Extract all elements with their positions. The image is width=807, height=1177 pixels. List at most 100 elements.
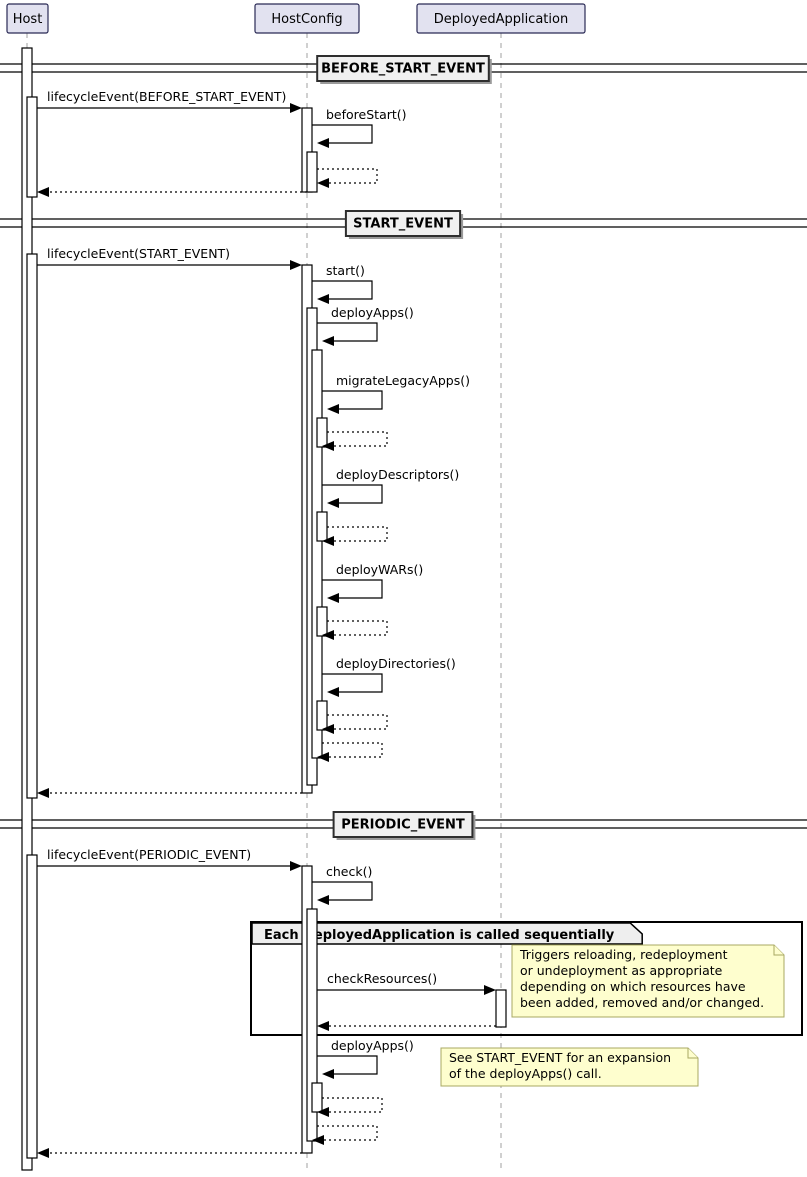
message-label-m8: migrateLegacyApps(): [336, 373, 470, 388]
message-arrowhead-m15: [322, 724, 334, 734]
messages-group: lifecycleEvent(BEFORE_START_EVENT)before…: [37, 89, 496, 1158]
message-path-m14: [322, 673, 383, 693]
participant-label-deployedapplication: DeployedApplication: [434, 12, 568, 27]
activation-bar-host-inner-2: [26, 253, 38, 799]
divider-start-event: START_EVENT: [0, 210, 807, 239]
message-label-m10: deployDescriptors(): [336, 467, 459, 482]
message-arrowhead-m11: [322, 536, 334, 546]
note-fold-note-deploy-apps: [687, 1048, 698, 1059]
message-path-m3: [317, 168, 378, 184]
message-arrowhead-m19: [317, 895, 329, 905]
message-label-m14: deployDirectories(): [336, 656, 456, 671]
message-m13: [322, 620, 388, 640]
note-line-note-deploy-apps-0: See START_EVENT for an expansion: [449, 1050, 671, 1065]
message-path-m2: [312, 124, 373, 144]
message-label-m7: deployApps(): [331, 305, 414, 320]
message-arrowhead-m13: [322, 630, 334, 640]
message-label-m20: checkResources(): [327, 971, 437, 986]
message-m8: migrateLegacyApps(): [322, 373, 470, 414]
message-m25: [37, 1148, 302, 1158]
divider-label-before-start-event: BEFORE_START_EVENT: [321, 62, 485, 77]
groups-group: Each DeployedApplication is called seque…: [250, 921, 803, 1036]
activation-bar-hc-a3-1: [306, 908, 318, 1142]
message-path-m24: [317, 1125, 378, 1141]
participant-box-hostconfig: [254, 3, 360, 34]
message-path-m23: [322, 1097, 383, 1113]
message-arrowhead-m12: [327, 593, 339, 603]
message-m1: lifecycleEvent(BEFORE_START_EVENT): [37, 89, 302, 113]
message-path-m8: [322, 390, 383, 410]
activation-bar-host-inner-1: [26, 96, 38, 198]
message-arrowhead-m5: [290, 260, 302, 270]
message-arrowhead-m3: [317, 178, 329, 188]
message-m18: lifecycleEvent(PERIODIC_EVENT): [37, 847, 302, 871]
message-path-m6: [312, 280, 373, 300]
lifelines-group: [26, 33, 502, 1170]
message-m14: deployDirectories(): [322, 656, 456, 697]
message-label-m19: check(): [326, 864, 372, 879]
participant-hostconfig[interactable]: HostConfig: [254, 3, 360, 34]
message-arrowhead-m16: [317, 752, 329, 762]
message-arrowhead-m10: [327, 498, 339, 508]
message-m11: [322, 526, 388, 546]
message-arrowhead-m7: [322, 336, 334, 346]
message-label-m1: lifecycleEvent(BEFORE_START_EVENT): [47, 89, 286, 104]
divider-label-start-event: START_EVENT: [353, 217, 453, 232]
participant-label-host: Host: [13, 12, 43, 27]
message-m16: [317, 742, 383, 762]
message-m6: start(): [312, 263, 373, 304]
message-arrowhead-m23: [317, 1107, 329, 1117]
message-arrowhead-m14: [327, 687, 339, 697]
message-path-m15: [327, 714, 388, 730]
message-arrowhead-m8: [327, 404, 339, 414]
message-arrowhead-m1: [290, 103, 302, 113]
message-arrowhead-m21: [317, 1021, 329, 1031]
activation-bar-hc-a2-6: [316, 700, 328, 731]
message-arrowhead-m6: [317, 294, 329, 304]
note-fold-note-check-resources: [773, 945, 784, 956]
message-path-m16: [322, 742, 383, 758]
note-body-note-check-resources: [511, 944, 785, 1018]
message-path-m10: [322, 484, 383, 504]
message-m9: [322, 431, 388, 451]
message-m7: deployApps(): [317, 305, 414, 346]
divider-periodic-event: PERIODIC_EVENT: [0, 811, 807, 840]
note-body-note-deploy-apps: [440, 1047, 699, 1087]
message-m2: beforeStart(): [312, 107, 407, 148]
message-m19: check(): [312, 864, 373, 905]
activation-bar-hc-a3-2: [311, 1082, 323, 1113]
message-label-m2: beforeStart(): [326, 107, 407, 122]
activation-bar-host-inner-3: [26, 854, 38, 1159]
activation-bar-hc-a2-4: [316, 511, 328, 542]
activation-bar-hc-a2-3: [316, 417, 328, 448]
divider-box-start-event: [344, 210, 462, 237]
note-line-note-check-resources-3: been added, removed and/or changed.: [520, 995, 764, 1010]
message-path-m19: [312, 881, 373, 901]
message-m10: deployDescriptors(): [322, 467, 459, 508]
message-arrowhead-m18: [290, 861, 302, 871]
message-arrowhead-m2: [317, 138, 329, 148]
message-label-m22: deployApps(): [331, 1038, 414, 1053]
participant-deployedapplication[interactable]: DeployedApplication: [416, 3, 586, 34]
message-m20: checkResources(): [317, 971, 496, 995]
message-m5: lifecycleEvent(START_EVENT): [37, 246, 302, 270]
message-path-m11: [327, 526, 388, 542]
group-each-deployed-application: Each DeployedApplication is called seque…: [250, 921, 803, 1036]
participant-box-deployedapplication: [416, 3, 586, 34]
participants-group: Host HostConfig DeployedApplication: [6, 3, 586, 34]
divider-box-before-start-event: [316, 55, 490, 82]
note-line-note-check-resources-0: Triggers reloading, redeployment: [519, 947, 728, 962]
message-label-m5: lifecycleEvent(START_EVENT): [47, 246, 230, 261]
note-line-note-deploy-apps-1: of the deployApps() call.: [449, 1066, 602, 1081]
message-path-m9: [327, 431, 388, 447]
message-m4: [37, 187, 307, 197]
participant-host[interactable]: Host: [6, 3, 49, 34]
message-path-m13: [327, 620, 388, 636]
participant-box-host: [6, 3, 49, 34]
divider-before-start-event: BEFORE_START_EVENT: [0, 55, 807, 84]
message-label-m12: deployWARs(): [336, 562, 423, 577]
